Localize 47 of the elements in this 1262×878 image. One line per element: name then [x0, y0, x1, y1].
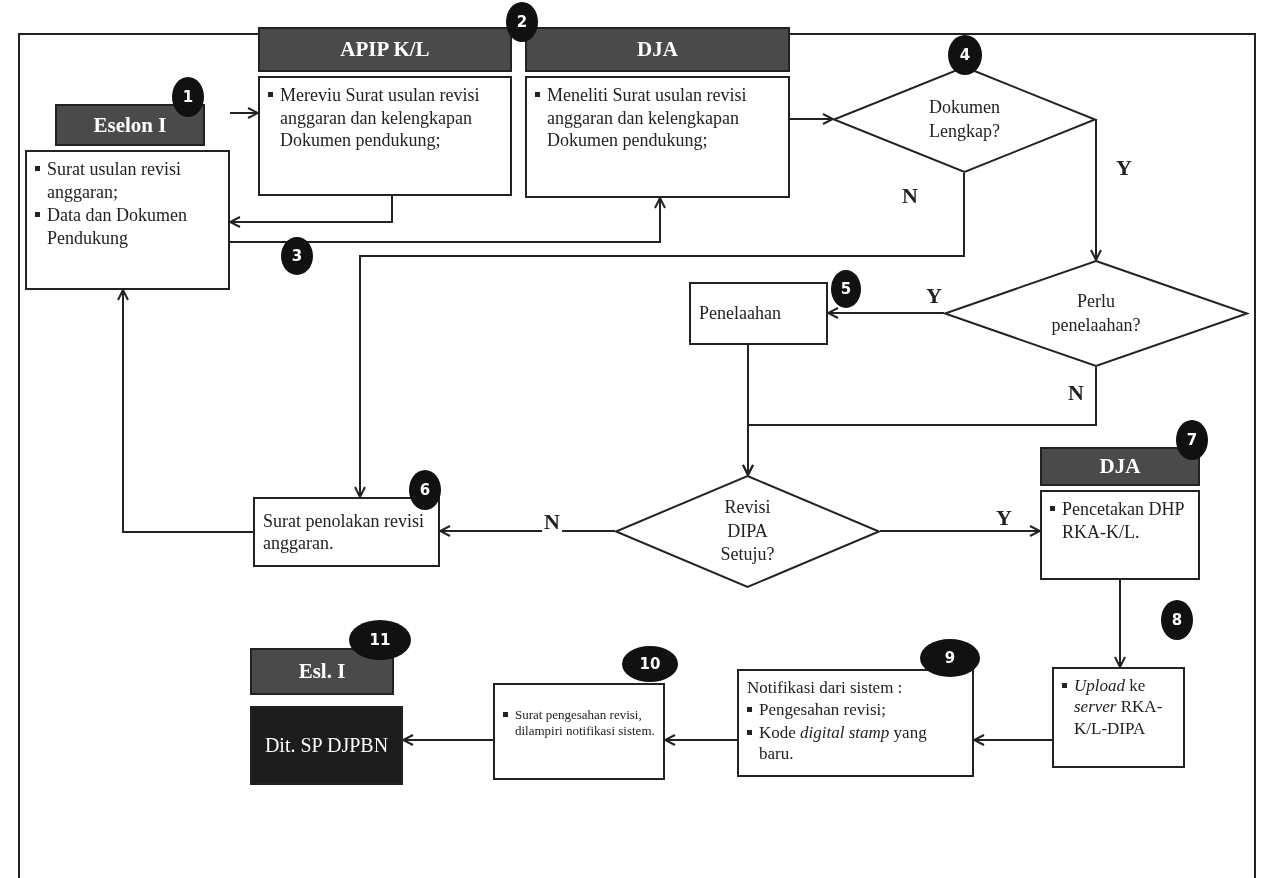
arrow [229, 195, 393, 228]
bullet-text: Meneliti Surat usulan revisi anggaran dan kelengkapan Dokumen pendukung; [547, 84, 748, 152]
arrow [742, 344, 754, 476]
arrow [827, 307, 945, 319]
process-text: Penelaahan [699, 302, 782, 325]
arrow [439, 525, 616, 537]
decision-text: Dokumen Lengkap? [928, 96, 1001, 143]
actor-header: Eselon I [55, 104, 205, 146]
callout-number: 4 [948, 35, 982, 75]
callout-number: 3 [281, 237, 313, 275]
arrow [229, 107, 259, 119]
arrow [354, 172, 965, 498]
bullet-text: Surat usulan revisi anggaran; [47, 158, 182, 203]
callout-number: 2 [506, 2, 538, 42]
decision-text: Perlu penelaahan? [1050, 290, 1142, 337]
arrow [402, 734, 494, 746]
bullet-text: Upload ke server RKA-K/L-DIPA [1074, 675, 1164, 739]
callout-number: 11 [349, 620, 411, 660]
callout-number: 5 [831, 270, 861, 308]
bullet-text: Pencetakan DHP RKA-K/L. [1062, 498, 1185, 543]
arrow [789, 113, 834, 125]
arrow [229, 197, 666, 243]
actor-header: APIP K/L [258, 27, 512, 72]
bullet-text: Surat pengesahan revisi, dilampiri notifikasi sistem. [515, 707, 655, 740]
arrow [879, 525, 1041, 537]
process-text: Notifikasi dari sistem : [747, 677, 904, 699]
bullet-text: Kode digital stamp yang baru. [759, 721, 928, 764]
callout-number: 7 [1176, 420, 1208, 460]
arrow [117, 289, 254, 533]
decision-text: Revisi DIPA Setuju? [719, 496, 776, 567]
callout-number: 10 [622, 646, 678, 682]
arrow [1090, 118, 1102, 261]
callout-number: 9 [920, 639, 980, 677]
process-text: Surat penolakan revisi anggaran. [263, 509, 425, 555]
callout-number: 1 [172, 77, 204, 117]
bullet-text: Pengesahan revisi; [759, 699, 886, 721]
callout-number: 6 [409, 470, 441, 510]
arrow [1114, 579, 1126, 668]
arrow [664, 734, 738, 746]
bullet-text: Data dan Dokumen Pendukung [47, 204, 188, 249]
bullet-text: Mereviu Surat usulan revisi anggaran dan kelengkapan Dokumen pendukung; [280, 84, 481, 152]
arrow [973, 734, 1053, 746]
actor-header: Esl. I [250, 648, 394, 695]
actor-header: DJA [1040, 447, 1200, 486]
callout-number: 8 [1161, 600, 1193, 640]
actor-header: DJA [525, 27, 790, 72]
unit-box: Dit. SP DJPBN [250, 706, 403, 785]
